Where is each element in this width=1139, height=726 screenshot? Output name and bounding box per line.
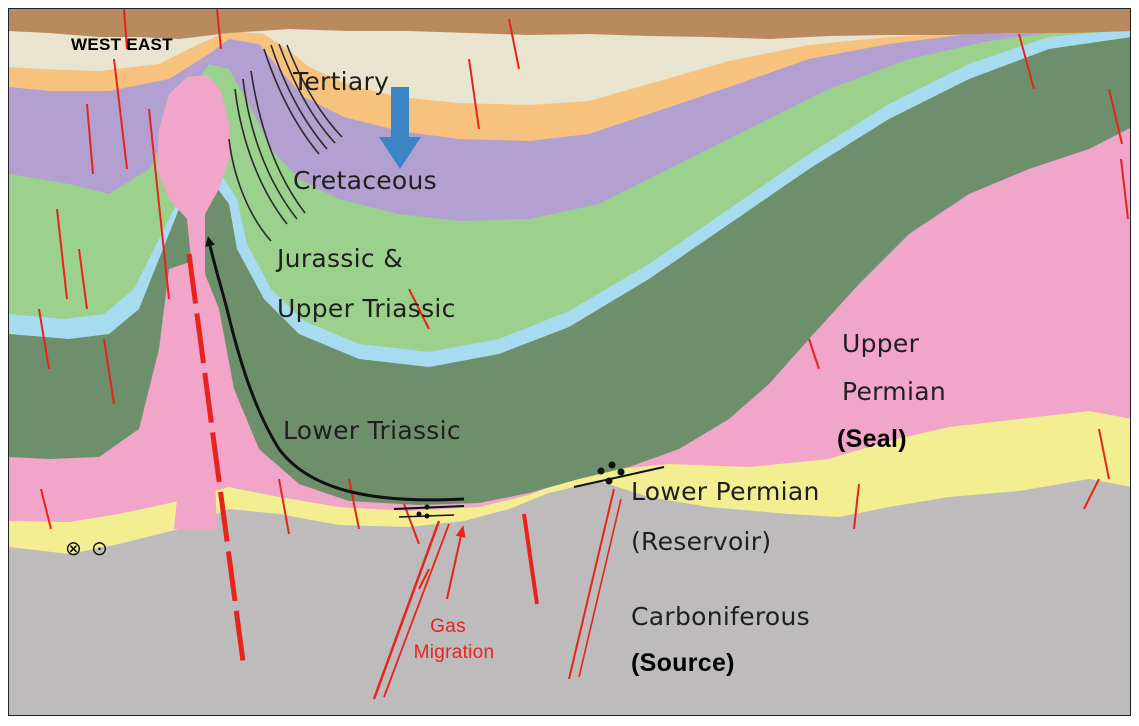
label-lower-triassic: Lower Triassic xyxy=(283,416,461,445)
diagram-frame: WEST EAST Tertiary Cretaceous Jurassic &… xyxy=(8,8,1131,716)
label-jurassic-line1: Jurassic & xyxy=(277,244,403,273)
label-gas-line1: Gas xyxy=(413,615,483,639)
label-cretaceous: Cretaceous xyxy=(293,166,437,195)
label-carboniferous: Carboniferous xyxy=(631,602,810,631)
into-page-icon: ⊗ xyxy=(65,536,82,560)
label-lower-permian-line2: (Reservoir) xyxy=(631,527,771,556)
geological-cross-section xyxy=(9,9,1131,716)
label-upper-permian-role: (Seal) xyxy=(837,425,907,454)
label-gas-line2: Migration xyxy=(404,641,504,665)
label-tertiary: Tertiary xyxy=(293,67,389,96)
out-of-page-icon: ⊙ xyxy=(91,536,108,560)
label-lower-permian-line1: Lower Permian xyxy=(631,477,820,506)
orientation-label: WEST EAST xyxy=(71,35,173,55)
label-upper-permian-line2: Permian xyxy=(842,377,946,406)
label-upper-permian-line1: Upper xyxy=(842,329,919,358)
label-carboniferous-role: (Source) xyxy=(631,649,735,678)
label-jurassic-line2: Upper Triassic xyxy=(277,294,456,323)
